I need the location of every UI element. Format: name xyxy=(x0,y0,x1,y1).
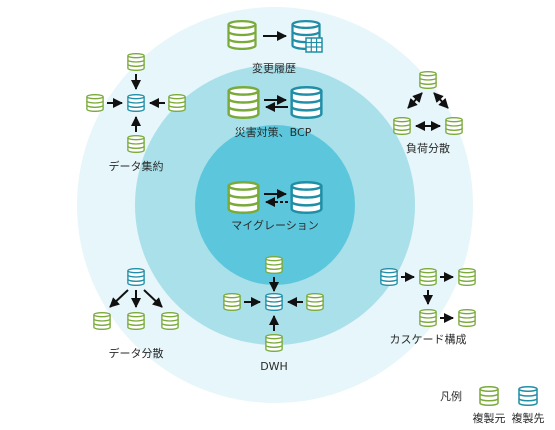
source-db-icon xyxy=(86,94,104,112)
arrow-icon xyxy=(109,289,129,308)
source-db-icon xyxy=(127,312,145,330)
destination-db-icon xyxy=(265,293,283,311)
bidirectional-arrow-icon xyxy=(433,92,449,109)
source-db-icon xyxy=(127,135,145,153)
arrow-icon xyxy=(143,289,163,308)
change-history-label: 変更履歴 xyxy=(252,61,296,75)
legend: 凡例 複製元 複製先 xyxy=(440,386,545,425)
data-distribution-group: データ分散 xyxy=(93,268,179,360)
legend-destination-icon xyxy=(518,386,538,406)
data-distribution-label: データ分散 xyxy=(109,346,164,360)
source-db-icon xyxy=(306,293,324,311)
destination-db-icon xyxy=(290,86,323,119)
source-db-icon xyxy=(161,312,179,330)
source-db-icon xyxy=(419,71,437,89)
source-db-icon xyxy=(265,256,283,274)
migration-group: マイグレーション xyxy=(227,181,323,232)
source-db-icon xyxy=(458,268,476,286)
load-balancing-group: 負荷分散 xyxy=(393,71,463,155)
destination-db-icon xyxy=(127,94,145,112)
change-history-group: 変更履歴 xyxy=(227,20,323,75)
source-db-icon xyxy=(445,117,463,135)
table-grid-icon xyxy=(305,37,323,53)
inner-circle xyxy=(195,125,355,285)
data-aggregation-group: データ集約 xyxy=(86,53,186,173)
disaster-bcp-label: 災害対策、BCP xyxy=(235,125,312,139)
legend-destination-label: 複製先 xyxy=(512,411,545,425)
source-db-icon xyxy=(419,268,437,286)
dwh-group: DWH xyxy=(223,256,324,373)
source-db-icon xyxy=(227,181,260,214)
destination-db-icon xyxy=(127,268,145,286)
source-db-icon xyxy=(393,117,411,135)
source-db-icon xyxy=(127,53,145,71)
source-db-icon xyxy=(227,20,257,50)
source-db-icon xyxy=(458,309,476,327)
dwh-label: DWH xyxy=(260,360,288,373)
disaster-bcp-group: 災害対策、BCP xyxy=(227,86,323,139)
destination-db-icon xyxy=(290,181,323,214)
source-db-icon xyxy=(93,312,111,330)
load-balancing-label: 負荷分散 xyxy=(406,141,450,155)
cascade-label: カスケード構成 xyxy=(390,333,467,346)
cascade-group: カスケード構成 xyxy=(380,268,476,346)
legend-source-icon xyxy=(479,386,499,406)
destination-db-icon xyxy=(380,268,398,286)
source-db-icon xyxy=(223,293,241,311)
legend-title: 凡例 xyxy=(440,389,462,403)
legend-source-label: 複製元 xyxy=(473,411,506,425)
source-db-icon xyxy=(227,86,260,119)
source-db-icon xyxy=(265,334,283,352)
data-aggregation-label: データ集約 xyxy=(109,159,164,173)
source-db-icon xyxy=(168,94,186,112)
source-db-icon xyxy=(419,309,437,327)
migration-label: マイグレーション xyxy=(231,218,319,232)
bidirectional-arrow-icon xyxy=(407,92,423,109)
